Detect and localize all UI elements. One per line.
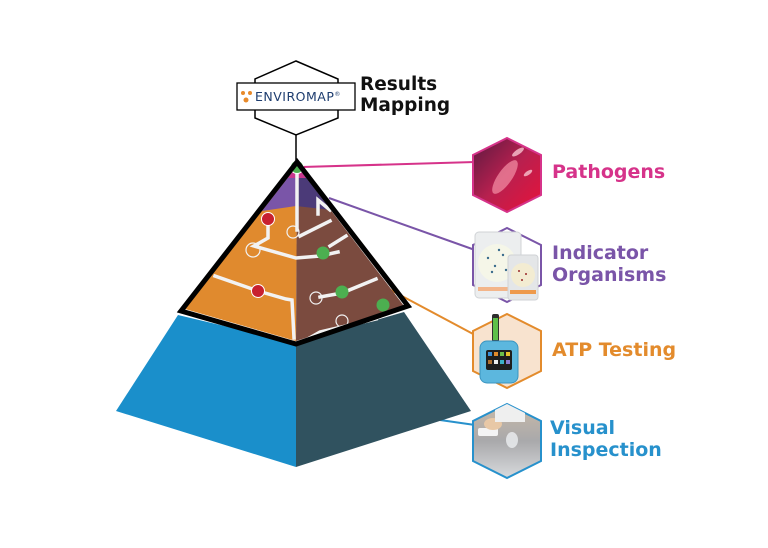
pyramid-base (116, 312, 471, 467)
indicator-organisms-label: Indicator Organisms (552, 242, 667, 287)
pyramid-top-outline (176, 157, 413, 347)
indicator-label-line1: Indicator (552, 242, 649, 264)
atp-testing-label: ATP Testing (552, 339, 677, 362)
status-dot-pass (376, 298, 390, 312)
enviromap-logo-badge (236, 60, 356, 160)
trademark-symbol: ® (334, 90, 341, 98)
atp-luminometer-image (472, 312, 542, 390)
connector-pathogens (301, 161, 476, 168)
enviromap-logo-icon (241, 91, 252, 103)
visual-inspection-label: Visual Inspection (550, 417, 662, 462)
pathogens-label: Pathogens (552, 161, 666, 184)
results-mapping-line2: Mapping (360, 95, 451, 117)
logo-wordmark: ENVIROMAP (255, 89, 335, 104)
connector-visual (439, 419, 476, 426)
indicator-label-line2: Organisms (552, 263, 667, 286)
visual-label-line1: Visual (550, 417, 616, 439)
atp-label-text: ATP Testing (552, 339, 677, 361)
base-left-face (116, 315, 296, 467)
status-dot-pass (335, 285, 349, 299)
base-right-face (296, 312, 471, 467)
status-dot-pass (316, 246, 330, 260)
visual-inspection-image (472, 402, 542, 480)
results-mapping-line1: Results (360, 74, 438, 95)
indicator-organisms-image (472, 226, 542, 304)
pathogens-image (472, 136, 542, 214)
connector-indicator (328, 197, 476, 251)
status-dot-fail (251, 284, 265, 298)
visual-label-line2: Inspection (550, 438, 662, 461)
pathogens-label-text: Pathogens (552, 161, 666, 183)
results-mapping-label: Results Mapping (360, 74, 450, 117)
pyramid-top (176, 157, 413, 347)
enviromap-logo-text: ENVIROMAP® (255, 89, 341, 104)
status-dot-fail (261, 212, 275, 226)
